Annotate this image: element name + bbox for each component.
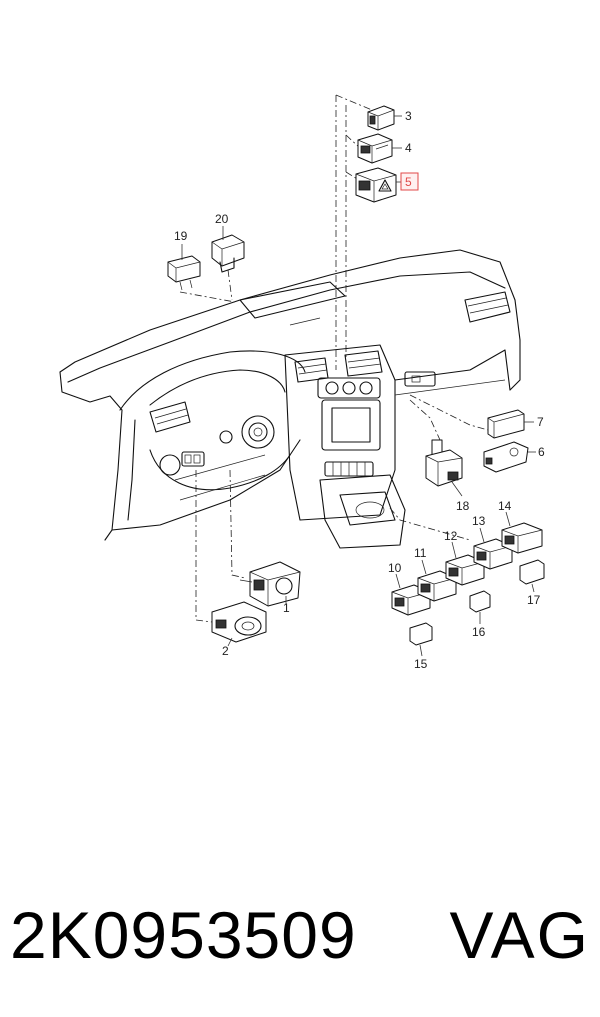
callout-15: 15 [414,657,428,671]
part-7-panel [487,409,525,439]
part-2-light-switch [211,601,267,643]
brand-label: VAG [449,898,590,972]
callout-5: 5 [405,175,412,189]
callout-18: 18 [456,499,470,513]
part-18-sensor [425,439,463,487]
callout-7: 7 [537,415,544,429]
part-3-cover [367,105,395,131]
callout-10: 10 [388,561,402,575]
callout-leaders [181,115,536,657]
assembly-leader-lines [179,94,489,623]
part-15-blank [409,622,433,646]
part-footer: 2K0953509 VAG [10,890,590,980]
callout-16: 16 [472,625,486,639]
callout-11: 11 [414,546,427,560]
part-5-hazard-switch [355,167,397,203]
callout-13: 13 [472,514,486,528]
callout-20: 20 [215,212,229,226]
callout-5-highlight-box [400,172,419,191]
part-1-light-switch-module [239,561,301,607]
part-6-switch [483,441,529,473]
part-17-blank [519,559,545,585]
part-4-switch [357,133,393,164]
part-16-blank [469,590,491,613]
part-19-cap [167,255,201,291]
callout-17: 17 [527,593,541,607]
exploded-parts-diagram: 3 4 5 19 20 1 2 7 6 18 10 11 12 13 14 15… [59,94,545,671]
dashboard-illustration [59,249,521,549]
callout-3: 3 [405,109,412,123]
callout-19: 19 [174,229,188,243]
part-14-switch [501,522,543,554]
callout-2: 2 [222,644,229,658]
callout-4: 4 [405,141,412,155]
callout-labels: 3 4 5 19 20 1 2 7 6 18 10 11 12 13 14 15… [174,109,545,671]
callout-6: 6 [538,445,545,459]
part-number: 2K0953509 [10,898,357,972]
part-20-sensor [211,234,245,273]
callout-12: 12 [444,529,458,543]
callout-1: 1 [283,601,290,615]
callout-14: 14 [498,499,512,513]
